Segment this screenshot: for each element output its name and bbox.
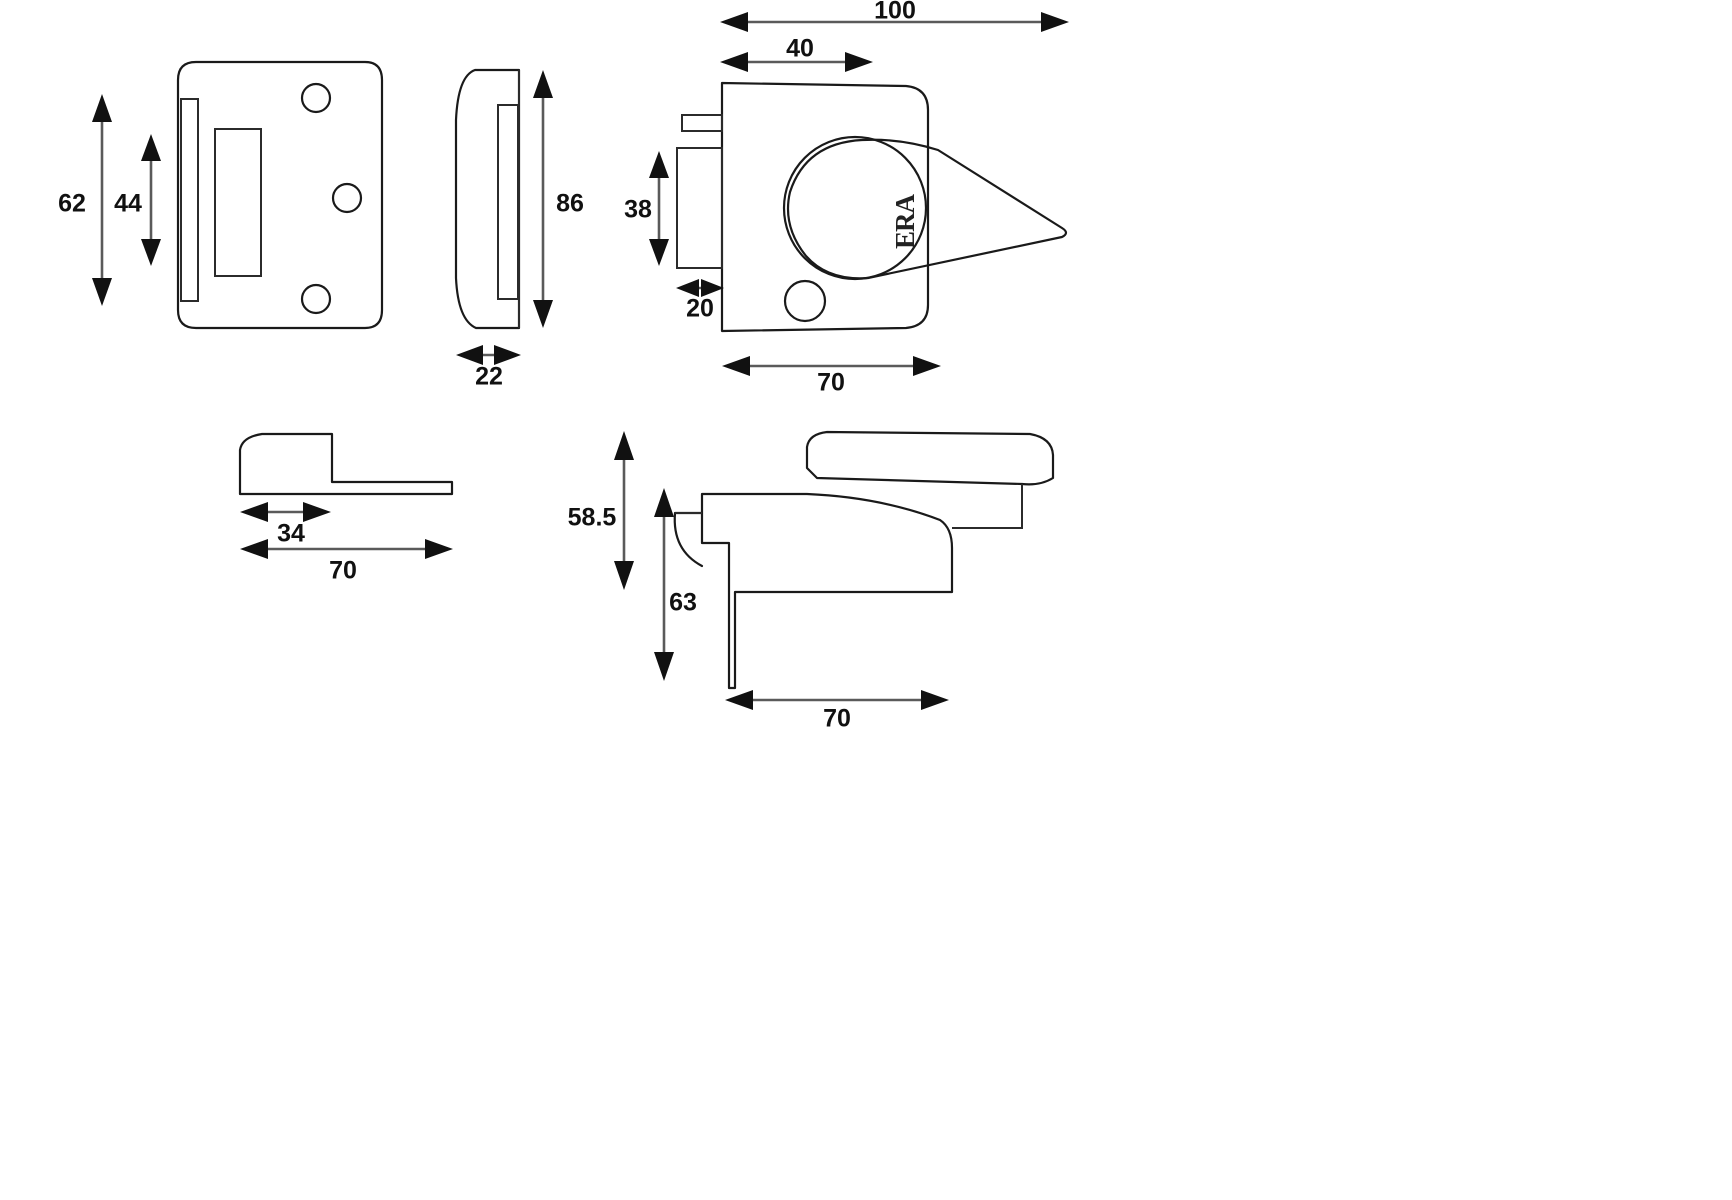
dimension-label-63: 63 (669, 589, 697, 617)
latch-bolt (676, 147, 723, 269)
handle-bar-side (805, 430, 1055, 486)
view-lock-body-front: ERA 100 40 38 20 (624, 0, 1069, 397)
lock-case-outline (720, 81, 930, 333)
strike-plate-side-aperture (497, 104, 519, 300)
dimension-label-38: 38 (624, 196, 652, 224)
dimension-70-keep: 70 (240, 539, 453, 585)
dimension-58-5: 58.5 (568, 431, 634, 590)
view-strike-plate-side: 86 22 (454, 68, 584, 391)
dimension-label-70-lock-body: 70 (817, 369, 845, 397)
era-logo: ERA (890, 194, 920, 250)
dimension-70-lock-side: 70 (725, 690, 949, 733)
dimension-38: 38 (624, 151, 669, 266)
cylinder-stub-side (673, 511, 704, 568)
dimension-40: 40 (720, 35, 873, 72)
dimension-label-70-keep: 70 (329, 557, 357, 585)
screw-hole-middle (331, 182, 363, 214)
view-keep-profile: 34 70 (238, 432, 454, 585)
dimension-62: 62 (58, 94, 112, 306)
strike-plate-side-outline (454, 68, 521, 330)
strike-plate-outline (176, 60, 384, 330)
latch-tab-small (681, 114, 723, 132)
dimension-44: 44 (114, 134, 161, 266)
view-strike-plate-front: 62 44 (58, 60, 384, 330)
handle-lever (786, 138, 1068, 280)
dimension-label-100: 100 (874, 0, 916, 25)
screw-hole-bottom (300, 283, 332, 315)
dimension-label-86: 86 (556, 190, 584, 218)
keyway-hole (783, 279, 827, 323)
dimension-label-58-5: 58.5 (568, 504, 617, 532)
dimension-86: 86 (533, 70, 584, 328)
dimension-label-44: 44 (114, 190, 142, 218)
dimension-22: 22 (456, 345, 521, 391)
strike-plate-tongue (180, 98, 199, 302)
strike-plate-aperture (214, 128, 262, 277)
dimension-label-22: 22 (475, 363, 503, 391)
lock-case-side-step (952, 484, 1023, 529)
dimension-label-40: 40 (786, 35, 814, 63)
dimension-label-62: 62 (58, 190, 86, 218)
dimension-63: 63 (654, 488, 697, 681)
view-lock-body-side: 58.5 63 70 (568, 430, 1055, 733)
era-logo-text: ERA (890, 194, 920, 250)
dimension-70-lock-body: 70 (722, 356, 941, 397)
dimension-label-70-lock-side: 70 (823, 705, 851, 733)
lock-case-side-outline (700, 492, 954, 690)
dimension-label-34: 34 (277, 520, 305, 548)
screw-hole-top (300, 82, 332, 114)
dimension-20: 20 (676, 279, 724, 323)
dimension-label-20: 20 (686, 295, 714, 323)
keep-profile-outline (238, 432, 454, 496)
dimension-100: 100 (720, 0, 1069, 32)
dimension-34: 34 (240, 502, 331, 548)
